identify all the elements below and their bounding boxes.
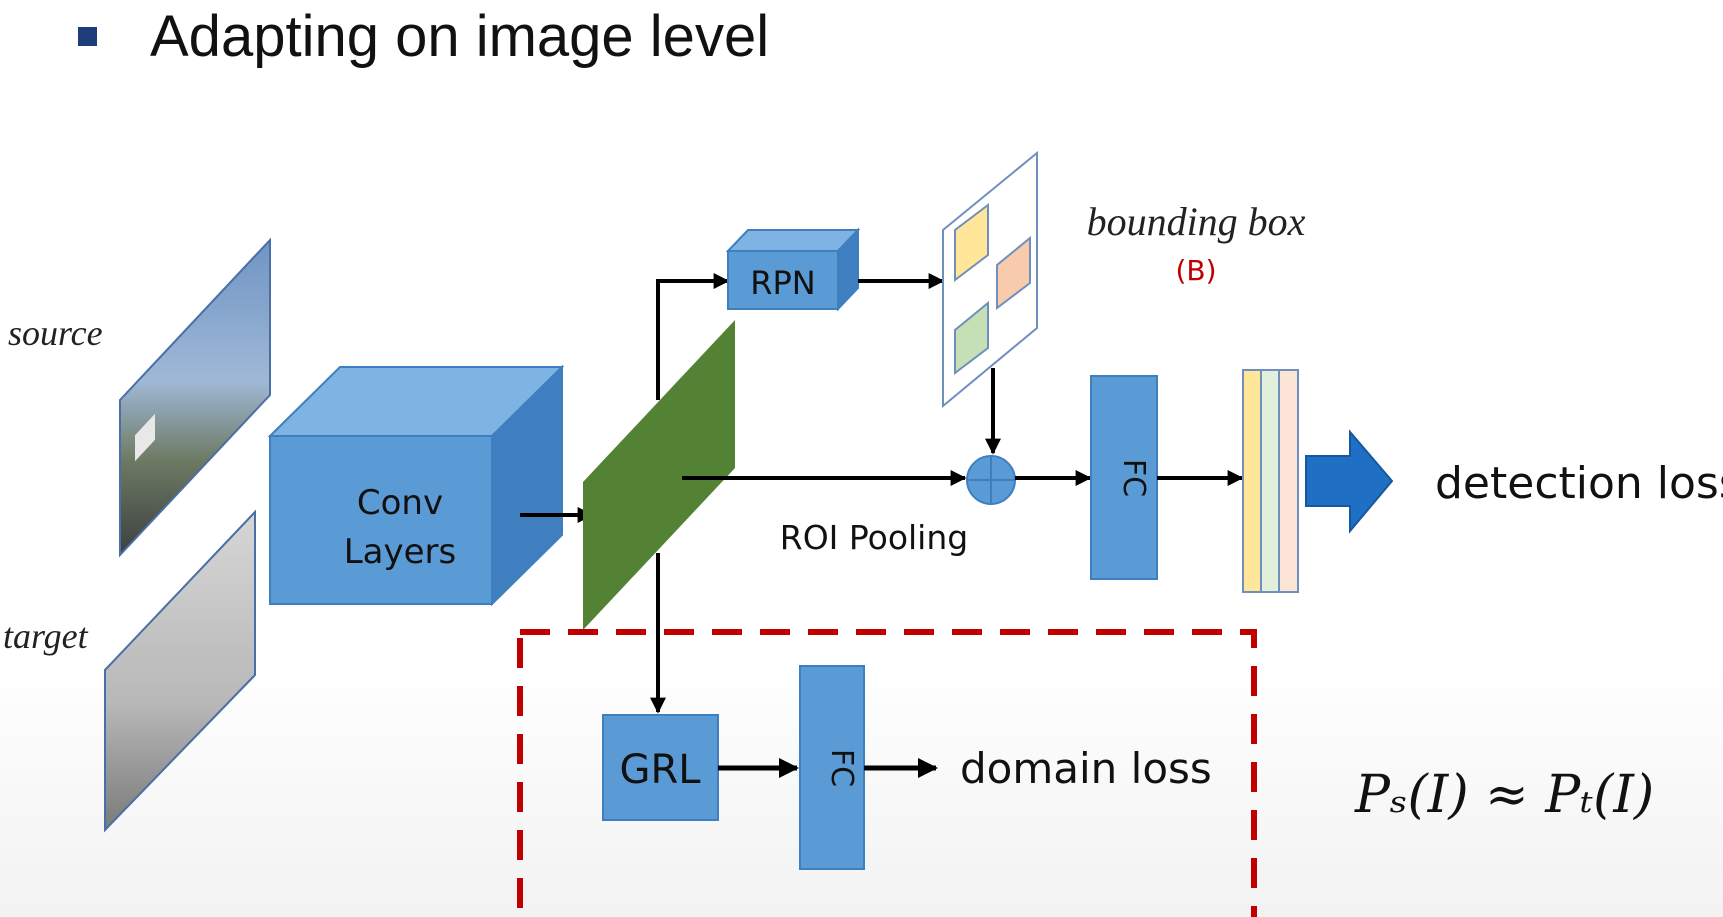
output-feature-stack [1242, 369, 1299, 593]
bounding-box-symbol: (B) [1175, 254, 1216, 287]
rpn-label: RPN [750, 264, 815, 302]
arrow-feature-to-rpn [656, 273, 730, 400]
grl-block [602, 714, 719, 821]
conv-layers-block [267, 364, 565, 607]
domain-adaptation-region [517, 629, 1257, 917]
conv-layers-label-1: Conv [357, 483, 443, 523]
target-label: target [3, 616, 89, 656]
domain-loss-label: domain loss [960, 744, 1212, 793]
detection-output-arrow [1305, 429, 1394, 534]
distribution-equation: Pₛ(I) ≈ Pₜ(I) [1354, 765, 1654, 825]
source-label: source [8, 313, 103, 353]
target-image [104, 509, 256, 833]
rpn-block [725, 227, 861, 312]
roi-pooling-label: ROI Pooling [780, 518, 968, 557]
roi-pooling-node [966, 455, 1016, 505]
bounding-box-proposals [942, 150, 1038, 409]
grl-label: GRL [619, 747, 701, 793]
slide-title: Adapting on image level [150, 4, 769, 69]
fc-top-label: FC [1116, 459, 1151, 497]
detection-loss-label: detection loss [1435, 458, 1723, 509]
bullet-marker [78, 27, 97, 46]
source-image-car [135, 413, 155, 462]
fc-top-block [1090, 375, 1158, 580]
feature-map [583, 320, 735, 630]
fc-bottom-block [799, 665, 865, 870]
fc-bottom-label: FC [824, 749, 859, 787]
conv-layers-label-2: Layers [344, 532, 457, 572]
bounding-box-label: bounding box [1087, 199, 1306, 244]
source-image [119, 237, 271, 558]
